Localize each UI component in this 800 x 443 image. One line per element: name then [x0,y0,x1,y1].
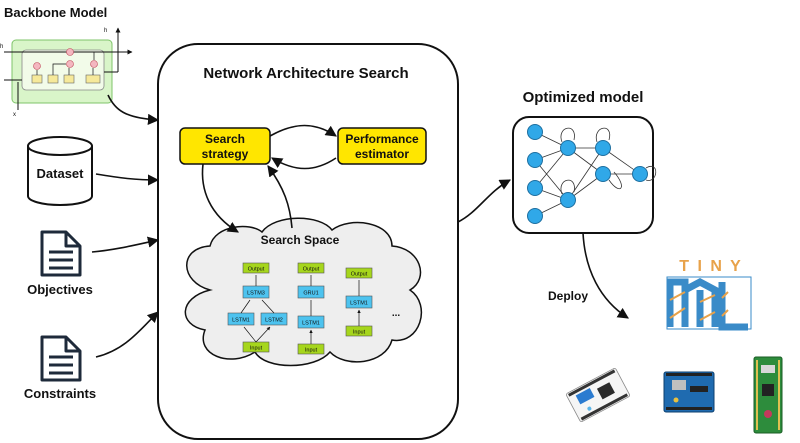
objectives-label: Objectives [27,282,93,297]
optimized-model: Optimized model [512,89,657,234]
constraints-to-nas-arrow [95,311,159,358]
arch3-input: Input [353,330,366,336]
tinyml-top-text: T I N Y [679,258,743,275]
nas-to-model-arrow [457,179,511,223]
arch2-lstm1: LSTM1 [302,321,320,327]
gate-wires [36,52,95,75]
performance-estimator-line2: estimator [355,147,409,161]
space-to-strategy-arrow [267,165,293,229]
x-t-label: x [13,112,16,118]
nas-title: Network Architecture Search [203,65,408,82]
mult-op-2 [66,48,74,56]
arch3-lstm1: LSTM1 [350,301,368,307]
add-op [66,60,74,68]
arch2-output: Output [303,267,320,273]
forget-gate [31,74,43,84]
arch2-input: Input [305,348,318,354]
input-gate [47,74,59,84]
arch2-gru1: GRU1 [303,291,318,297]
arch1-lstm1: LSTM1 [232,318,250,324]
search-strategy-line2: strategy [202,147,249,161]
dataset-label: Dataset [37,166,85,181]
arch3-output: Output [351,272,368,278]
search-strategy-line1: Search [205,132,245,146]
optimized-model-title: Optimized model [523,89,644,106]
input-arrows [91,94,160,358]
objectives-to-nas-arrow [91,236,160,253]
h-t-label: h [104,28,107,34]
constraints-input: Constraints [24,335,96,401]
backbone-to-nas-arrow [107,94,160,125]
estimator-to-strategy-arrow [271,157,337,170]
dataset-input: Dataset [27,136,93,206]
arch1-lstm3: LSTM3 [247,291,265,297]
h-prev-label: h [0,44,3,50]
dataset-cylinder-body [27,146,93,206]
dataset-cylinder-top [27,136,93,156]
search-space-title: Search Space [261,233,340,247]
architecture-2: Output GRU1 LSTM1 Input [297,262,325,355]
lstm-cell-box [21,49,105,91]
search-space-ellipsis: ... [392,308,401,319]
arduino-board-icon [663,371,715,413]
strategy-to-space-arrow [201,163,239,233]
tinyml-ml-text: ML [0,0,2,1]
architecture-3: Output LSTM1 Input [345,267,373,337]
dataset-to-nas-arrow [95,173,160,186]
performance-estimator-line1: Performance [345,132,419,146]
deploy-arrow [582,232,629,319]
backbone-model: Backbone Model h h x [0,5,133,118]
deploy-label: Deploy [548,289,588,303]
arch1-output: Output [248,267,265,273]
arch1-input: Input [250,346,263,352]
mult-op-1 [33,62,41,70]
tinyml-logo: T I N Y ML [0,0,752,331]
strategy-to-estimator-arrow [269,124,337,137]
performance-estimator-box [337,127,427,165]
nas-container: Network Architecture Search Search strat… [157,43,459,440]
network-nodes [527,124,648,224]
architecture-1: Output LSTM3 LSTM1 LSTM2 Input [227,262,288,353]
output-gate [85,74,101,84]
mult-op-3 [90,60,98,68]
arch1-lstm2: LSTM2 [265,318,283,324]
objectives-input: Objectives [27,230,93,297]
constraints-label: Constraints [24,386,96,401]
pico-board-icon [753,356,783,434]
candidate-gate [63,74,75,84]
search-strategy-box [179,127,271,165]
backbone-title: Backbone Model [4,5,107,20]
nucleo-board-icon [566,368,630,422]
